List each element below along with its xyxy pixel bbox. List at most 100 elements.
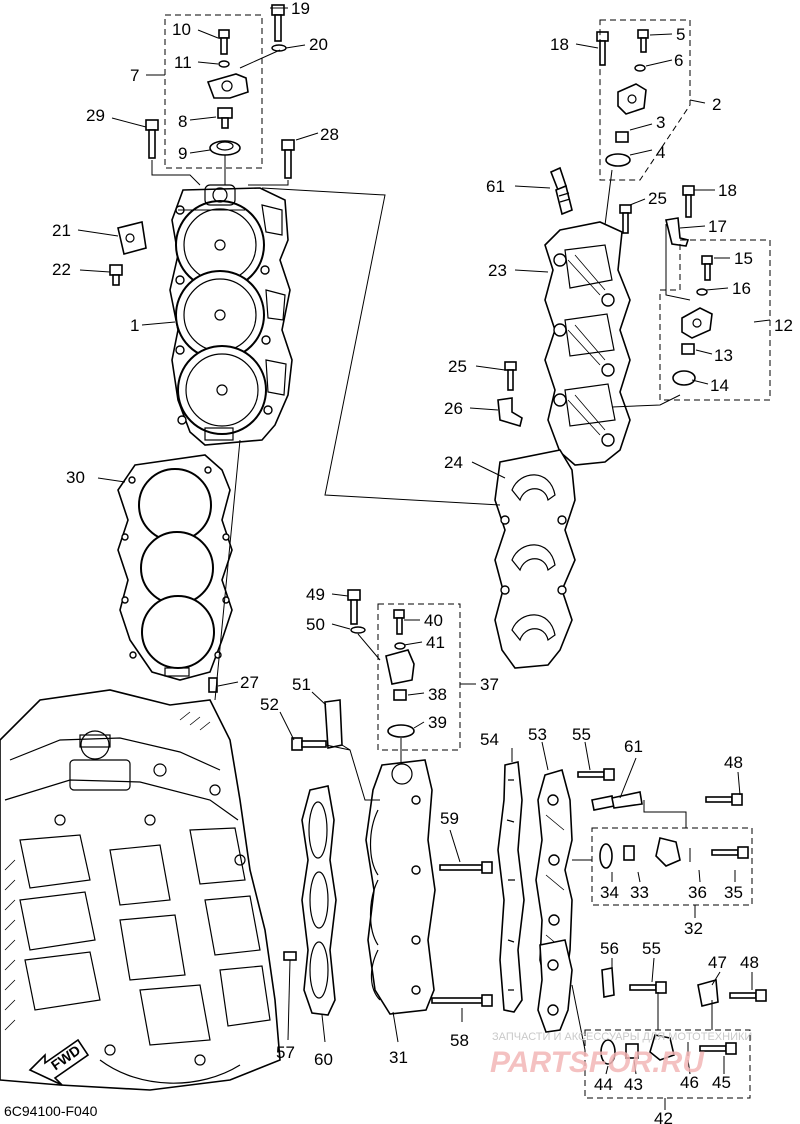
callout-55-lower: 55 (642, 939, 661, 958)
callout-37: 37 (480, 675, 499, 694)
bolt-18-right (682, 185, 695, 218)
callout-12: 12 (774, 316, 793, 335)
callout-4: 4 (656, 143, 665, 162)
callout-59: 59 (440, 809, 459, 828)
gasket-60 (301, 785, 337, 1016)
callout-49: 49 (306, 585, 325, 604)
bolt-19 (271, 4, 285, 42)
callout-51: 51 (292, 675, 311, 694)
bolt-25-mid (504, 361, 517, 391)
bracket-17 (665, 217, 690, 247)
callout-21: 21 (52, 221, 71, 240)
callout-29: 29 (86, 106, 105, 125)
callout-1: 1 (130, 316, 139, 335)
callout-22: 22 (52, 260, 71, 279)
crankcase-block (0, 689, 281, 1091)
bolt-55-lower (629, 981, 667, 994)
callout-25-upper: 25 (648, 189, 667, 208)
bolt-48-lower (729, 989, 767, 1002)
bracket-56 (601, 967, 615, 998)
callout-25-mid: 25 (448, 357, 467, 376)
dowel-pin-27 (208, 677, 218, 693)
bolt-48-upper (705, 793, 743, 806)
callout-58: 58 (450, 1031, 469, 1050)
callout-20: 20 (309, 35, 328, 54)
bolt-59 (439, 861, 493, 874)
bolt-22 (109, 264, 123, 286)
gasket-24 (494, 449, 576, 669)
callout-30: 30 (66, 468, 85, 487)
bolt-55-upper (577, 768, 615, 781)
bracket-47 (697, 978, 719, 1007)
callout-61-upper: 61 (486, 177, 505, 196)
callout-54: 54 (480, 730, 499, 749)
watermark: ЗАПЧАСТИ И АКСЕССУАРЫ ДЛЯ МОТОТЕХНИКИ PA… (490, 1031, 752, 1079)
callout-44: 44 (594, 1075, 613, 1094)
callout-38: 38 (428, 685, 447, 704)
callout-16: 16 (732, 279, 751, 298)
callout-26: 26 (444, 399, 463, 418)
gasket-30 (117, 454, 233, 681)
bolt-49 (347, 589, 361, 625)
gasket-54 (497, 761, 525, 1013)
bolt-18-upper (596, 31, 609, 66)
callout-61-lower: 61 (624, 737, 643, 756)
callout-45: 45 (712, 1073, 731, 1092)
callout-27: 27 (240, 673, 259, 692)
callout-34: 34 (600, 883, 619, 902)
bolt-28 (281, 139, 295, 179)
callout-3: 3 (656, 113, 665, 132)
callout-17: 17 (708, 217, 727, 236)
callout-48-upper: 48 (724, 753, 743, 772)
thermostat-assembly-37 (377, 603, 461, 751)
thermostat-assembly-32 (591, 827, 753, 906)
thermostat-assembly-42 (584, 1029, 751, 1099)
callout-43: 43 (624, 1075, 643, 1094)
bracket-21 (117, 221, 147, 255)
bolt-25-upper (619, 204, 632, 234)
spark-plug-61-upper (549, 166, 573, 216)
callout-48-lower: 48 (740, 953, 759, 972)
callout-10: 10 (172, 20, 191, 39)
callout-55-upper: 55 (572, 725, 591, 744)
callout-18-right: 18 (718, 181, 737, 200)
callout-13: 13 (714, 346, 733, 365)
callout-8: 8 (178, 112, 187, 131)
head-cover-23 (544, 221, 631, 466)
callout-6: 6 (674, 51, 683, 70)
callout-53: 53 (528, 725, 547, 744)
callout-11: 11 (174, 53, 192, 72)
callout-41: 41 (426, 633, 445, 652)
callout-32: 32 (684, 919, 703, 938)
callout-35: 35 (724, 883, 743, 902)
callout-9: 9 (178, 144, 187, 163)
spark-plug-61-lower (591, 791, 643, 811)
callout-24: 24 (444, 453, 463, 472)
callout-19: 19 (291, 0, 310, 18)
callout-57: 57 (276, 1043, 295, 1062)
leader-lines (77, 7, 771, 1110)
dowel-pin-57 (283, 951, 297, 961)
cylinder-head-upper (169, 184, 293, 446)
callout-labels: 1 2 3 4 5 6 7 8 9 10 11 12 13 14 15 16 1… (52, 0, 793, 1124)
watermark-line1: ЗАПЧАСТИ И АКСЕССУАРЫ ДЛЯ МОТОТЕХНИКИ (492, 1031, 752, 1043)
callout-50: 50 (306, 615, 325, 634)
callout-56: 56 (600, 939, 619, 958)
callout-5: 5 (676, 25, 685, 44)
callout-36: 36 (688, 883, 707, 902)
callout-52: 52 (260, 695, 279, 714)
bolt-29 (145, 119, 159, 159)
bolt-58 (431, 994, 493, 1007)
diagram-code: 6C94100-F040 (4, 1103, 98, 1119)
callout-33: 33 (630, 883, 649, 902)
thermostat-assembly-12 (659, 239, 771, 401)
callout-40: 40 (424, 611, 443, 630)
lower-cover-42 (537, 939, 573, 1033)
callout-60: 60 (314, 1050, 333, 1069)
watermark-line2: PARTSFOR.RU (490, 1046, 705, 1079)
callout-31: 31 (389, 1048, 408, 1067)
callout-28: 28 (320, 125, 339, 144)
callout-47: 47 (708, 953, 727, 972)
callout-42: 42 (654, 1109, 673, 1124)
